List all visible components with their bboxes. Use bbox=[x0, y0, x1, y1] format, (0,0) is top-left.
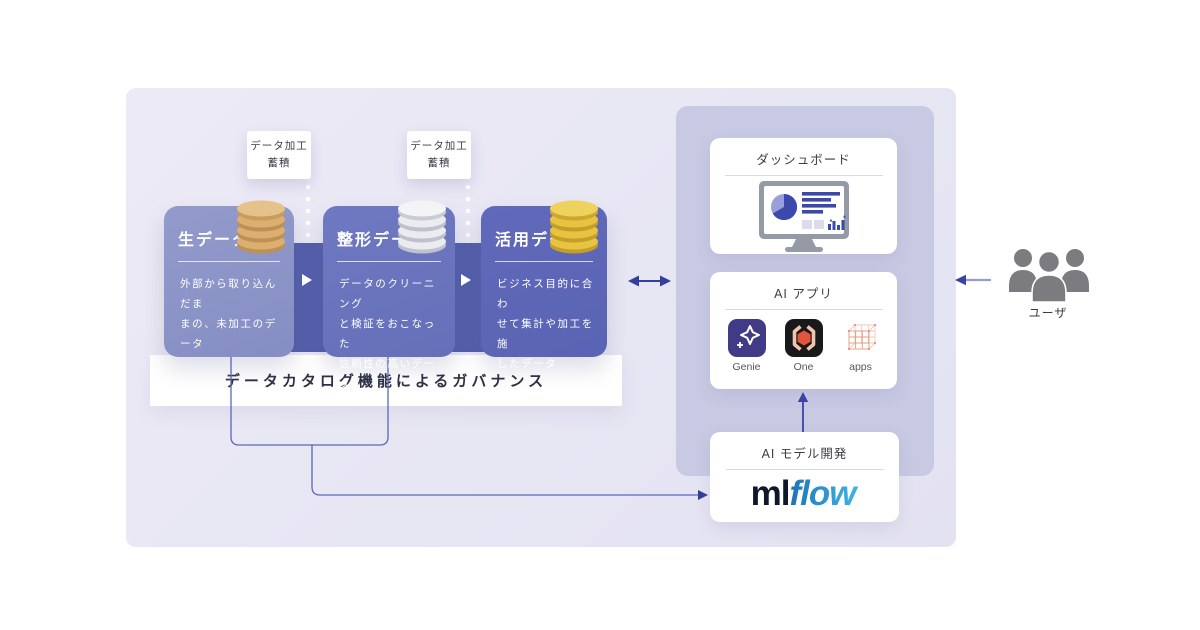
user-group-icon bbox=[1009, 249, 1089, 302]
stage-divider bbox=[337, 261, 441, 262]
ai-apps-card-title: AI アプリ bbox=[774, 287, 833, 301]
stage-curated-data: 活用データ ビジネス目的に合わ せて集計や加工を施 したデータ bbox=[481, 200, 607, 370]
app-genie: Genie bbox=[725, 319, 769, 373]
app-label: One bbox=[793, 361, 814, 373]
app-label: Genie bbox=[732, 361, 761, 373]
app-apps: apps bbox=[839, 319, 883, 373]
hexagon-brackets-icon bbox=[784, 319, 823, 357]
database-cylinder-gold-icon bbox=[550, 200, 598, 254]
database-cylinder-silver-icon bbox=[398, 200, 446, 254]
mlflow-logo: mlflow bbox=[751, 476, 859, 512]
process-box-etl-1: データ加工 蓄積 bbox=[247, 131, 311, 179]
sparkle-icon bbox=[727, 319, 766, 357]
dashboard-card-title: ダッシュボード bbox=[756, 153, 851, 167]
ml-dev-card-title: AI モデル開発 bbox=[761, 447, 848, 461]
stage-title: 生データ bbox=[178, 232, 251, 249]
stage-arrow-icon bbox=[302, 274, 312, 286]
app-one: One bbox=[782, 319, 826, 373]
users-label: ユーザ bbox=[1028, 306, 1068, 320]
stage-description: データのクリーニング と検証をおこなった 信頼性の高いデータ bbox=[339, 278, 436, 390]
stage-divider bbox=[178, 261, 280, 262]
ai-apps-row: Genie One bbox=[725, 319, 883, 373]
ml-dev-card: AI モデル開発 mlflow bbox=[710, 432, 899, 522]
monitor-chart-icon bbox=[758, 181, 849, 252]
process-box-etl-2: データ加工 蓄積 bbox=[407, 131, 471, 179]
stage-arrow-icon bbox=[461, 274, 471, 286]
app-label: apps bbox=[849, 361, 872, 373]
users-arrow bbox=[955, 274, 991, 286]
card-divider bbox=[725, 469, 884, 470]
database-cylinder-bronze-icon bbox=[237, 200, 285, 254]
dashboard-card: ダッシュボード bbox=[710, 138, 897, 254]
grid-lattice-icon bbox=[847, 324, 876, 350]
card-divider bbox=[724, 175, 883, 176]
stage-divider bbox=[495, 261, 593, 262]
stage-raw-data: 生データ 外部から取り込んだま まの、未加工のデータ bbox=[164, 200, 294, 357]
stage-refined-data: 整形データ データのクリーニング と検証をおこなった 信頼性の高いデータ bbox=[323, 200, 455, 390]
stage-description: 外部から取り込んだま まの、未加工のデータ bbox=[180, 278, 277, 350]
ai-apps-card: AI アプリ Genie One bbox=[710, 272, 897, 389]
card-divider bbox=[724, 309, 883, 310]
stage-description: ビジネス目的に合わ せて集計や加工を施 したデータ bbox=[497, 278, 594, 370]
